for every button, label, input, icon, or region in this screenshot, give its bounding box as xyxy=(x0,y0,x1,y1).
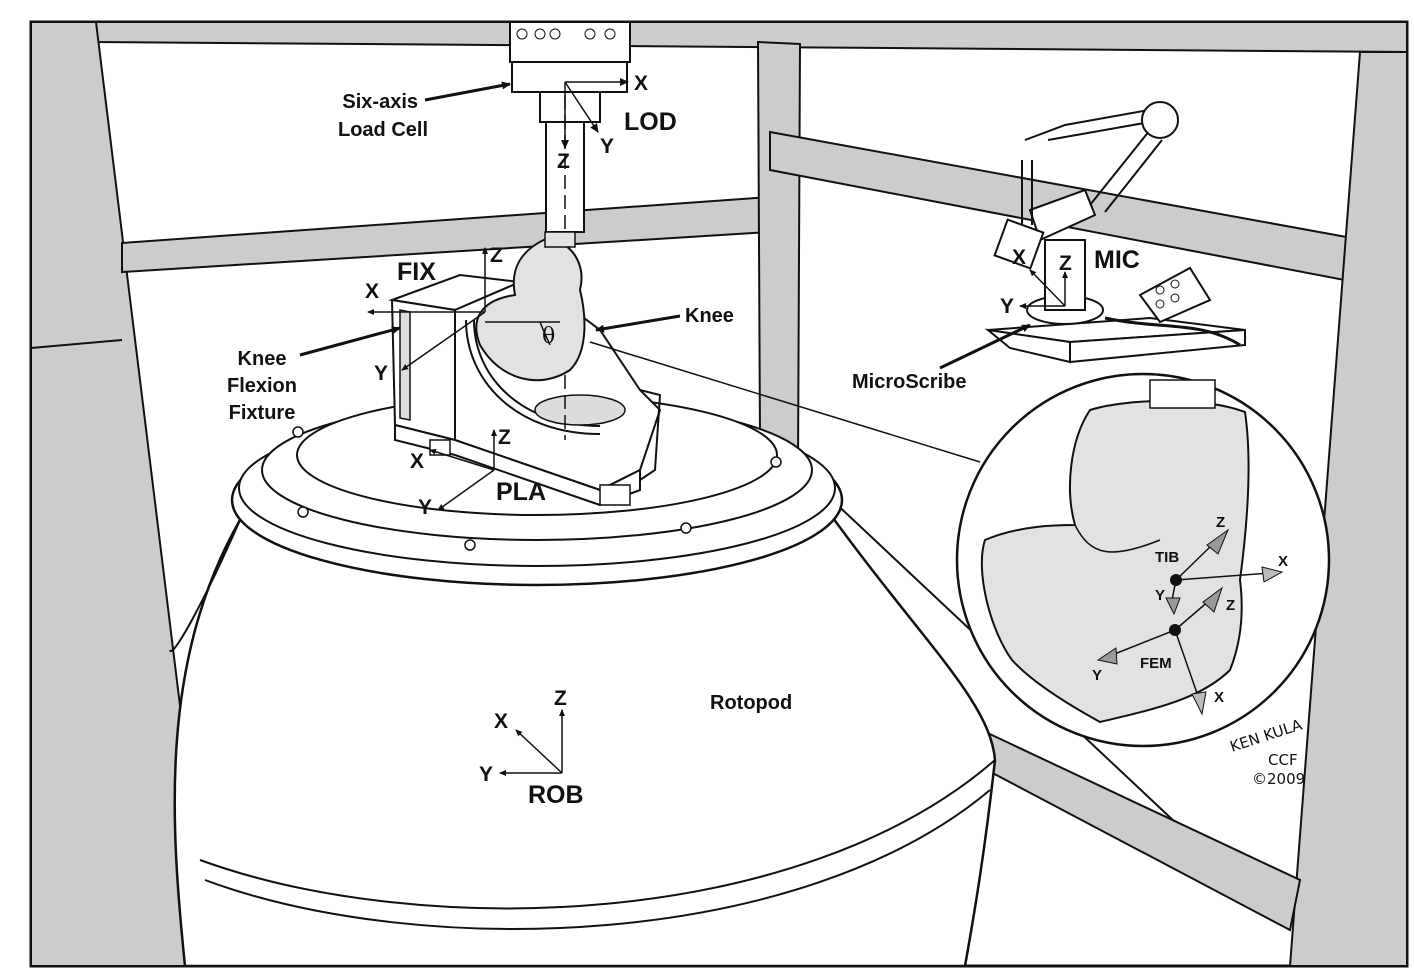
lod-y-label: Y xyxy=(600,135,614,158)
mic-z-label: Z xyxy=(1059,252,1072,275)
knee xyxy=(475,236,586,382)
knee-label: Knee xyxy=(685,305,734,327)
rob-y-label: Y xyxy=(479,763,493,786)
pla-x-label: X xyxy=(410,450,424,473)
fem-z-label: Z xyxy=(1226,597,1235,614)
mic-axes xyxy=(1019,269,1068,309)
mic-y-label: Y xyxy=(1000,295,1014,318)
frame-right-post xyxy=(1288,51,1408,967)
fem-y-label: Y xyxy=(1092,667,1102,684)
load-cell-label-line2: Load Cell xyxy=(338,119,428,141)
rotopod-body xyxy=(173,498,997,968)
knee-leader xyxy=(595,314,681,333)
theta-label: θ xyxy=(542,324,555,349)
fix-x-label: X xyxy=(365,280,379,303)
fix-z-label: Z xyxy=(490,244,503,267)
signature-year: ©2009 xyxy=(1252,770,1305,788)
rotopod-label: Rotopod xyxy=(710,692,792,714)
tib-frame xyxy=(1165,528,1284,616)
mic-x-label: X xyxy=(1012,246,1026,269)
inset-knee-bones xyxy=(980,379,1250,724)
lod-axes xyxy=(561,78,629,149)
pla-y-label: Y xyxy=(418,496,432,519)
pla-z-label: Z xyxy=(498,426,511,449)
tib-x-label: X xyxy=(1278,553,1288,570)
tib-label: TIB xyxy=(1155,549,1179,566)
rob-z-label: Z xyxy=(554,687,567,710)
lod-z-label: Z xyxy=(557,150,570,173)
pla-axes xyxy=(429,429,497,511)
knee-fixture-label-line2: Flexion xyxy=(227,375,297,397)
rob-x-label: X xyxy=(494,710,508,733)
fix-label: FIX xyxy=(397,258,436,286)
microscribe-label: MicroScribe xyxy=(852,371,966,393)
knee-fixture-label-line3: Fixture xyxy=(229,402,296,424)
load-cell-leader xyxy=(424,81,511,102)
fix-y-label: Y xyxy=(374,362,388,385)
knee-fixture-label-line1: Knee xyxy=(238,348,287,370)
load-cell-label-line1: Six-axis xyxy=(342,91,418,113)
rob-label: ROB xyxy=(528,781,584,809)
tib-z-label: Z xyxy=(1216,514,1225,531)
fixture-leader xyxy=(299,326,401,357)
fem-frame xyxy=(1096,586,1223,716)
pla-label: PLA xyxy=(496,478,546,506)
rob-axes xyxy=(499,709,565,776)
signature-org: CCF xyxy=(1268,751,1298,769)
microscribe-leader xyxy=(939,323,1031,370)
lod-x-label: X xyxy=(634,72,648,95)
fem-label: FEM xyxy=(1140,655,1172,672)
fem-x-label: X xyxy=(1214,689,1224,706)
tib-y-label: Y xyxy=(1155,587,1165,604)
mic-label: MIC xyxy=(1094,246,1140,274)
fix-axes xyxy=(367,247,560,371)
lod-label: LOD xyxy=(624,108,677,136)
